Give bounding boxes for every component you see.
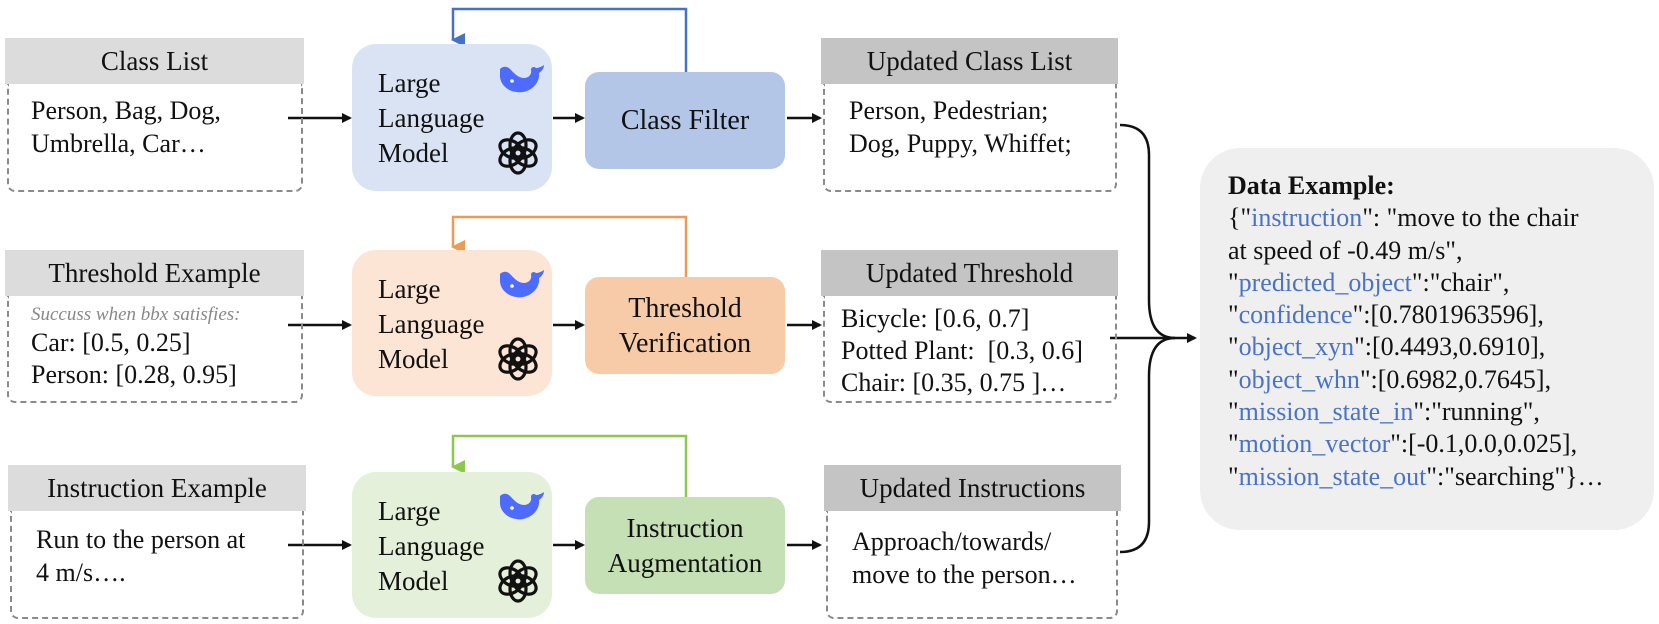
threshold-line: Car: [0.5, 0.25] <box>31 328 191 357</box>
data-example-key: object_xyn <box>1238 332 1355 362</box>
data-example-key: confidence <box>1238 300 1353 330</box>
updated-threshold-header: Updated Threshold <box>821 250 1118 296</box>
data-example-key: object_whn <box>1238 364 1360 394</box>
llm-box-class: Large Language Model <box>352 44 552 191</box>
deepseek-whale-icon <box>499 65 544 93</box>
process-label: Instruction <box>626 512 744 543</box>
data-example-text: " <box>1228 397 1239 427</box>
data-example-text: ":"running", <box>1413 397 1540 427</box>
updated-threshold-line: Chair: [0.35, 0.75 ]… <box>841 368 1067 397</box>
updated-threshold-line: Potted Plant: [0.3, 0.6] <box>841 336 1083 365</box>
updated-class-line: Person, Pedestrian; <box>849 96 1049 125</box>
llm-box-instruction: Large Language Model <box>352 472 552 618</box>
threshold-note: Succuss when bbx satisfies: <box>31 304 241 325</box>
llm-label-line: Model <box>378 566 449 596</box>
instruction-augmentation-box: Instruction Augmentation <box>585 497 785 594</box>
process-label: Verification <box>618 327 752 359</box>
process-label: Class Filter <box>620 105 750 136</box>
instruction-example-header: Instruction Example <box>8 465 306 511</box>
data-example-key: mission_state_in <box>1238 397 1414 427</box>
data-example-text: " <box>1228 267 1239 297</box>
threshold-verification-box: Threshold Verification <box>585 277 785 374</box>
class-list-line: Umbrella, Car… <box>31 129 206 158</box>
updated-threshold-line: Bicycle: [0.6, 0.7] <box>841 304 1030 333</box>
data-example-text: " <box>1228 300 1239 330</box>
data-example-text: " <box>1228 332 1239 362</box>
data-example-title: Data Example: <box>1228 171 1395 200</box>
class-filter-box: Class Filter <box>585 72 785 169</box>
data-example-line: "confidence":[0.7801963596], <box>1228 299 1654 331</box>
data-example-text: " <box>1228 364 1239 394</box>
instruction-line: 4 m/s…. <box>36 558 126 587</box>
openai-knot-icon <box>498 337 538 381</box>
data-example-text: ":"chair", <box>1411 267 1510 297</box>
data-example-key: predicted_object <box>1238 267 1412 297</box>
openai-knot-icon <box>498 131 538 175</box>
llm-box-threshold: Large Language Model <box>352 250 552 396</box>
process-label: Augmentation <box>607 547 763 578</box>
data-example-text: ":[0.4493,0.6910], <box>1354 332 1546 362</box>
data-example-line: "mission_state_out":"searching"}… <box>1228 461 1654 493</box>
data-example-text: ":[0.6982,0.7645], <box>1359 364 1552 394</box>
deepseek-whale-icon <box>499 492 544 520</box>
llm-label-line: Model <box>378 344 449 374</box>
instruction-example-box: Run to the person at 4 m/s…. <box>10 511 304 619</box>
threshold-example-header: Threshold Example <box>5 250 304 296</box>
threshold-example-box: Succuss when bbx satisfies: Car: [0.5, 0… <box>7 296 303 403</box>
updated-instructions-header: Updated Instructions <box>824 465 1121 511</box>
data-example-text: ":[-0.1,0.0,0.025], <box>1390 429 1578 459</box>
data-example-text: at speed of -0.49 m/s", <box>1228 235 1463 265</box>
llm-label-line: Language <box>378 531 485 561</box>
llm-label-line: Large <box>378 496 441 526</box>
data-example-key: mission_state_out <box>1238 461 1427 491</box>
class-list-header: Class List <box>5 38 304 84</box>
data-example-text: {" <box>1228 203 1252 233</box>
data-example-line: "object_xyn":[0.4493,0.6910], <box>1228 331 1654 363</box>
updated-instruction-line: move to the person… <box>852 560 1077 589</box>
data-example-line: "mission_state_in":"running", <box>1228 396 1654 428</box>
updated-class-list-header: Updated Class List <box>821 38 1118 84</box>
data-example-line: "motion_vector":[-0.1,0.0,0.025], <box>1228 428 1654 460</box>
threshold-line: Person: [0.28, 0.95] <box>31 360 237 389</box>
data-example-text: ": "move to the chair <box>1362 203 1579 233</box>
data-example-key: instruction <box>1251 203 1363 233</box>
llm-label-line: Model <box>378 138 449 168</box>
openai-knot-icon <box>498 559 538 603</box>
instruction-line: Run to the person at <box>36 525 246 554</box>
data-example-line: "predicted_object":"chair", <box>1228 267 1654 299</box>
data-example-key: motion_vector <box>1238 429 1391 459</box>
updated-instruction-line: Approach/towards/ <box>852 527 1052 556</box>
updated-instructions-box: Approach/towards/ move to the person… <box>826 511 1118 619</box>
llm-label-line: Large <box>378 274 441 304</box>
data-example-text: ":"searching"}… <box>1426 461 1604 491</box>
data-example-text: ":[0.7801963596], <box>1352 300 1544 330</box>
data-example-text: " <box>1228 461 1239 491</box>
updated-class-list-box: Person, Pedestrian; Dog, Puppy, Whiffet; <box>823 84 1117 192</box>
llm-label-line: Large <box>378 68 441 98</box>
deepseek-whale-icon <box>499 270 544 298</box>
llm-label-line: Language <box>378 103 485 133</box>
updated-class-line: Dog, Puppy, Whiffet; <box>849 129 1072 158</box>
class-list-box: Person, Bag, Dog, Umbrella, Car… <box>7 84 303 192</box>
data-example-text: " <box>1228 429 1239 459</box>
class-list-line: Person, Bag, Dog, <box>31 96 221 125</box>
process-label: Threshold <box>628 292 742 324</box>
data-example-line: {"instruction": "move to the chair <box>1228 202 1654 234</box>
llm-label-line: Language <box>378 309 485 339</box>
data-example-line: "object_whn":[0.6982,0.7645], <box>1228 364 1654 396</box>
data-example-panel: Data Example: {"instruction": "move to t… <box>1200 148 1654 530</box>
updated-threshold-box: Bicycle: [0.6, 0.7] Potted Plant: [0.3, … <box>823 296 1117 403</box>
data-example-line: at speed of -0.49 m/s", <box>1228 235 1654 267</box>
